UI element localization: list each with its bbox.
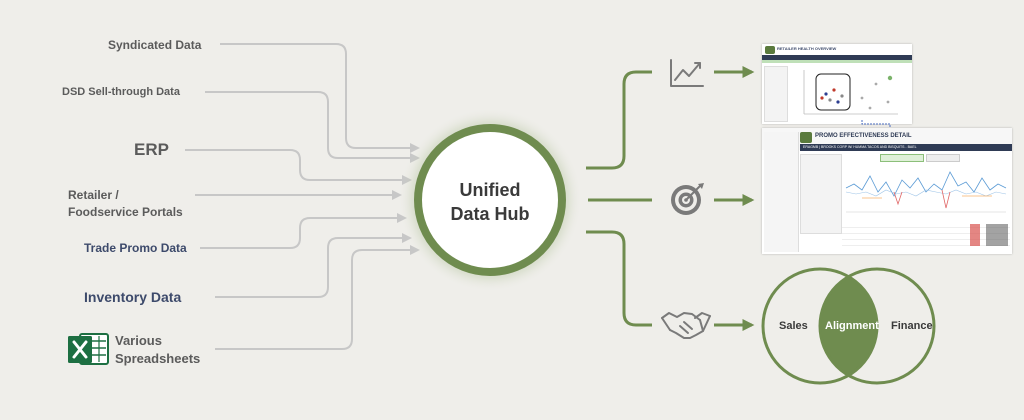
dashboard-bottom-filters <box>800 154 842 234</box>
source-label-trade-promo: Trade Promo Data <box>84 241 187 255</box>
venn-diagram <box>761 267 936 385</box>
dashboard-top-scatter <box>803 70 898 115</box>
dashboard-bottom-line-chart <box>845 171 1007 213</box>
venn-circle-finance <box>818 267 936 385</box>
flow-line-erp <box>185 149 412 185</box>
excel-icon <box>68 333 109 365</box>
dashboard-top-bar <box>762 55 912 60</box>
source-label-spreadsheets-line1: Various <box>115 333 162 348</box>
dashboard-bottom-logo <box>800 132 812 143</box>
source-label-spreadsheets: Various Spreadsheets <box>115 332 200 368</box>
flow-line-analytics <box>586 70 652 170</box>
handshake-icon <box>661 312 711 339</box>
venn-label-sales: Sales <box>779 320 808 332</box>
source-label-portals: Retailer / Foodservice Portals <box>68 187 183 221</box>
dashboard-bottom-tab-1 <box>880 154 924 162</box>
dashboard-top-subbar <box>762 60 912 63</box>
dashboard-bottom-bar <box>800 144 1012 151</box>
dashboard-logo <box>765 46 775 54</box>
hub-label-line2: Data Hub <box>450 204 530 224</box>
source-label-syndicated: Syndicated Data <box>108 38 202 52</box>
source-label-portals-line2: Foodservice Portals <box>68 205 183 219</box>
hub-label-line1: Unified <box>459 180 521 200</box>
flow-line-syndicated <box>220 43 420 153</box>
dashboard-bottom-nav <box>764 132 799 252</box>
dashboard-bottom-title: PROMO EFFECTIVENESS DETAIL <box>815 133 912 139</box>
dashboard-bottom-subtitle: ERAGMB | BROOKS CORP W/ HUMMA TACOS AND … <box>803 145 917 149</box>
source-label-erp: ERP <box>134 140 169 159</box>
source-label-portals-line1: Retailer / <box>68 188 119 202</box>
dashboard-bottom-table-dark <box>986 224 1008 246</box>
dashboard-bottom-tab-2 <box>926 154 960 162</box>
venn-label-alignment: Alignment <box>825 320 879 332</box>
source-label-dsd: DSD Sell-through Data <box>62 86 180 98</box>
flow-line-inventory <box>215 233 412 298</box>
flow-line-dsd <box>205 91 420 163</box>
dashboard-bottom-table-highlight <box>970 224 980 246</box>
hub-label: Unified Data Hub <box>430 178 550 226</box>
venn-label-finance: Finance <box>891 320 933 332</box>
source-label-spreadsheets-line2: Spreadsheets <box>115 351 201 366</box>
unified-data-hub-circle <box>414 124 566 276</box>
dashboard-top-filter-panel <box>764 66 788 122</box>
flow-line-spreadsheets <box>215 245 420 350</box>
flow-line-alignment <box>586 230 652 327</box>
dashboard-bottom-table <box>842 222 1010 250</box>
line-chart-icon <box>670 59 704 87</box>
source-label-inventory: Inventory Data <box>84 289 182 305</box>
dashboard-thumbnail-promo-effectiveness: PROMO EFFECTIVENESS DETAIL ERAGMB | BROO… <box>762 128 1012 254</box>
target-icon <box>671 183 704 215</box>
flow-line-trade-promo <box>200 213 407 249</box>
venn-intersection <box>820 269 877 383</box>
dashboard-top-title: RETAILER HEALTH OVERVIEW <box>777 46 837 51</box>
dashboard-thumbnail-retailer-health: RETAILER HEALTH OVERVIEW <box>762 44 912 124</box>
venn-circle-sales <box>761 267 879 385</box>
